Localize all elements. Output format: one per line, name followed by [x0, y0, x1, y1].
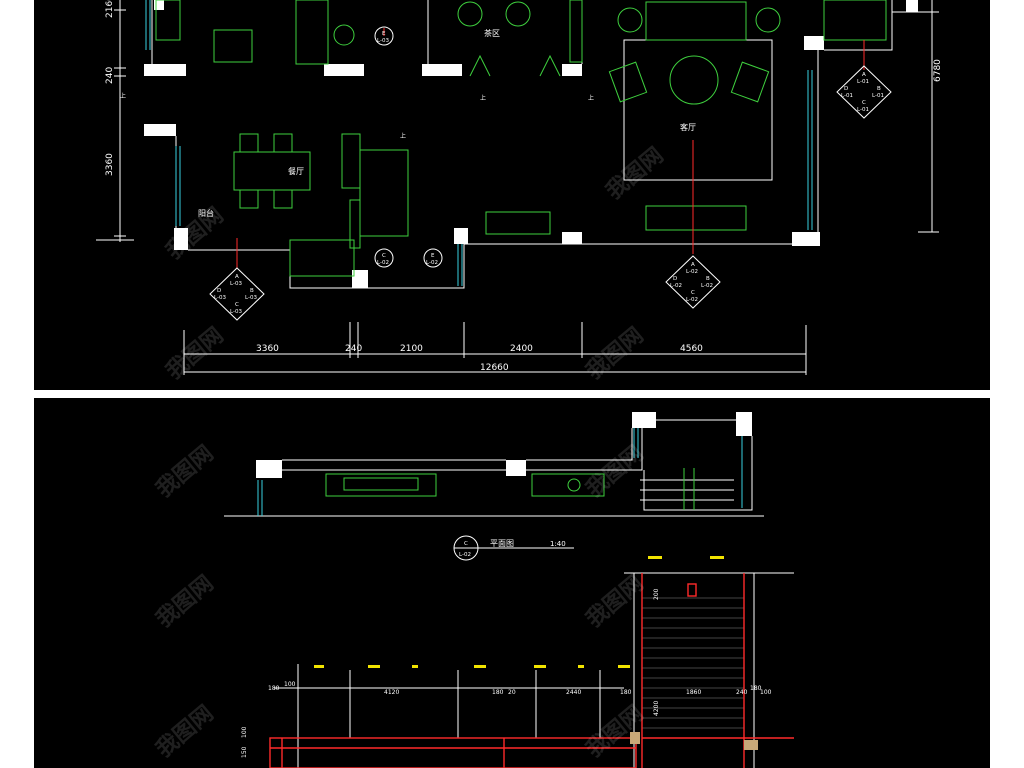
- up-mark-1: 上: [120, 92, 126, 100]
- watermark-7: 我图网: [152, 701, 219, 763]
- left-dim-1: 2160: [105, 0, 115, 18]
- section-title: 平面图: [490, 539, 514, 548]
- dim-row-5: 20: [508, 689, 516, 696]
- dim-row-10: 180: [750, 685, 762, 692]
- dim-row-9: 240: [736, 689, 748, 696]
- section-tag-letter: C: [464, 541, 468, 547]
- bottom-dim-4: 2400: [510, 344, 533, 354]
- diamond-right-a-sheet: L-01: [857, 79, 869, 85]
- dim-row-11: 100: [760, 689, 772, 696]
- diamond-right-d: D: [844, 86, 848, 92]
- dining-right-tag-letter: E: [431, 253, 435, 259]
- room-label-tea: 茶区: [484, 28, 500, 38]
- diamond-right-a: A: [862, 72, 866, 78]
- detail-plan-panel: C L-02 平面图 1:40: [34, 398, 990, 768]
- diamond-mid-a-sheet: L-02: [686, 269, 698, 275]
- diamond-mid-b-sheet: L-02: [701, 283, 713, 289]
- diamond-right-b-sheet: L-01: [872, 93, 884, 99]
- diamond-left-b-sheet: L-03: [245, 295, 257, 301]
- up-mark-3: 上: [480, 94, 486, 102]
- watermark-6: 我图网: [152, 571, 219, 633]
- room-label-dining: 餐厅: [288, 167, 304, 176]
- bottom-dim-5: 4560: [680, 344, 703, 354]
- side-dim-2: 4200: [653, 701, 660, 716]
- room-label-living: 客厅: [680, 122, 696, 132]
- room-label-balcony: 阳台: [198, 208, 214, 218]
- diamond-mid-c-sheet: L-02: [686, 297, 698, 303]
- diamond-left-a: A: [235, 274, 239, 280]
- dining-left-tag-letter: C: [382, 253, 386, 259]
- kitchen-tag-sheet: L-03: [377, 38, 389, 44]
- dining-right-tag-sheet: L-02: [426, 260, 438, 266]
- dim-row-3: 4120: [384, 689, 399, 696]
- dim-row-7: 180: [620, 689, 632, 696]
- diamond-mid-c: C: [691, 290, 695, 296]
- dim-row-1: 180: [268, 685, 280, 692]
- diamond-right-c: C: [862, 100, 866, 106]
- watermark-5: 我图网: [152, 441, 219, 503]
- diamond-left-d-sheet: L-03: [214, 295, 226, 301]
- dining-left-tag-sheet: L-02: [377, 260, 389, 266]
- side-dim-1: 200: [653, 588, 660, 600]
- diamond-mid-d: D: [673, 276, 677, 282]
- watermark-1: 我图网: [162, 203, 229, 265]
- section-scale: 1:40: [550, 540, 566, 548]
- diamond-right-c-sheet: L-01: [857, 107, 869, 113]
- diamond-left-b: B: [250, 288, 254, 294]
- bottom-dim-1: 3360: [256, 344, 279, 354]
- dim-row-4: 180: [492, 689, 504, 696]
- floor-plan-drawing: 2160 240 3360 6780 3360 240 2100 2400 45…: [96, 0, 943, 385]
- detail-plan-drawing: C L-02 平面图 1:40: [152, 412, 794, 768]
- up-mark-2: 上: [400, 132, 406, 140]
- dim-row-8: 1860: [686, 689, 701, 696]
- dim-row-2: 100: [284, 681, 296, 688]
- bottom-dim-3: 2100: [400, 344, 423, 354]
- diamond-left-c: C: [235, 302, 239, 308]
- watermark-10: 我图网: [582, 701, 649, 763]
- diamond-left-a-sheet: L-03: [230, 281, 242, 287]
- bottom-total-dim: 12660: [480, 363, 509, 373]
- diamond-mid-b: B: [706, 276, 710, 282]
- diamond-right-d-sheet: L-01: [841, 93, 853, 99]
- diamond-left-c-sheet: L-03: [230, 309, 242, 315]
- up-mark-4: 上: [588, 94, 594, 102]
- watermark-4: 我图网: [602, 143, 669, 205]
- watermark-8: 我图网: [582, 571, 649, 633]
- watermark-9: 我图网: [582, 441, 649, 503]
- section-tag-sheet: L-02: [459, 552, 471, 558]
- right-dim: 6780: [933, 59, 943, 82]
- bottom-dim-2: 240: [345, 344, 362, 354]
- diamond-right-b: B: [877, 86, 881, 92]
- side-dim-4: 100: [241, 726, 248, 738]
- left-dim-2: 240: [105, 67, 115, 84]
- floor-plan-panel: 2160 240 3360 6780 3360 240 2100 2400 45…: [34, 0, 990, 390]
- diamond-mid-d-sheet: L-02: [670, 283, 682, 289]
- left-dim-3: 3360: [105, 153, 115, 176]
- side-dim-3: 150: [241, 746, 248, 758]
- dim-row-6: 2440: [566, 689, 581, 696]
- diamond-left-d: D: [217, 288, 221, 294]
- diamond-mid-a: A: [691, 262, 695, 268]
- kitchen-tag-letter: E: [382, 31, 386, 37]
